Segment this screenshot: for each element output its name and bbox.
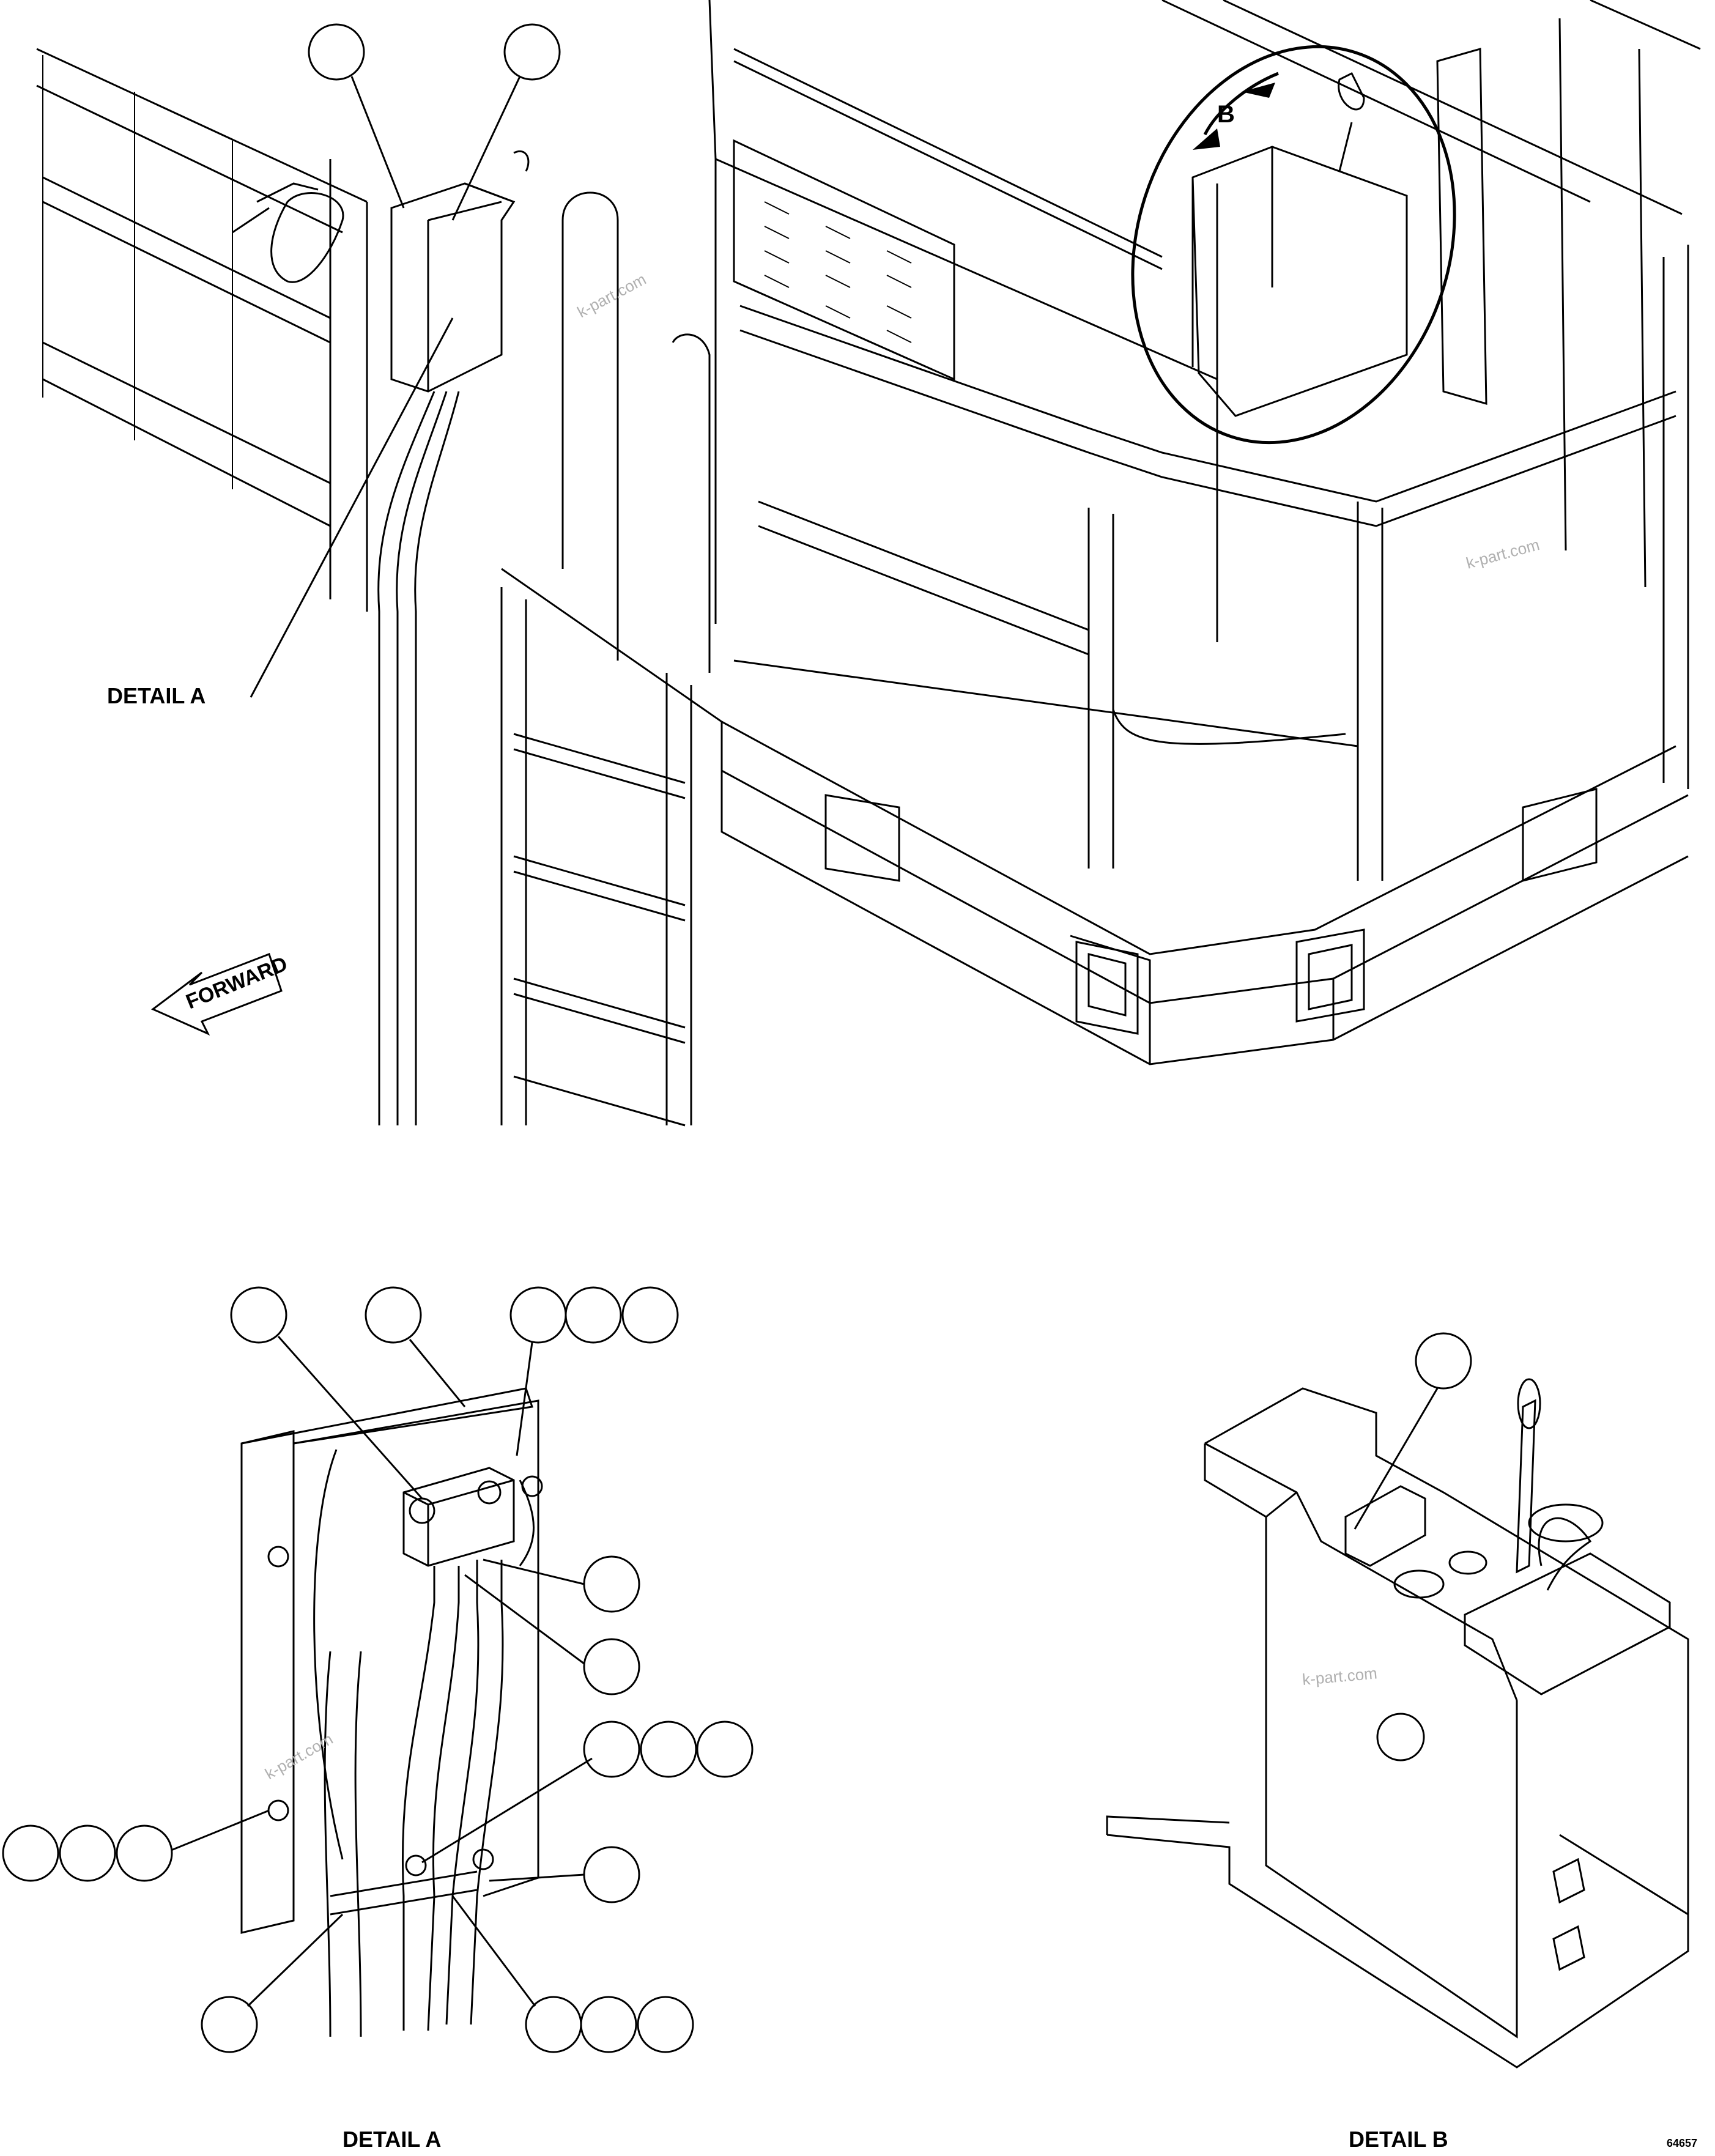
detail-a-illustration — [240, 1387, 543, 2037]
detail-b-callout-circle — [1131, 45, 1456, 445]
view-b-label: B — [1217, 101, 1235, 128]
callout-circle-detail-b — [1354, 1332, 1472, 1530]
forward-arrow-icon — [151, 953, 283, 1036]
machine-platform-illustration — [36, 0, 1701, 1127]
callout-circles-top — [250, 23, 561, 698]
watermark-4: k-part.com — [1302, 1664, 1378, 1689]
detail-b-illustration — [1106, 1378, 1689, 2069]
figure-number: 64657 — [1667, 2137, 1697, 2149]
watermark-1: k-part.com — [574, 270, 650, 321]
detail-a-label-top: DETAIL A — [107, 683, 206, 708]
callout-circles-detail-a — [2, 1286, 754, 2053]
watermark-2: k-part.com — [1464, 535, 1541, 572]
detail-a-label-bottom: DETAIL A — [343, 2127, 441, 2152]
forward-label: FORWARD — [183, 952, 291, 1014]
detail-b-label: DETAIL B — [1349, 2127, 1448, 2152]
